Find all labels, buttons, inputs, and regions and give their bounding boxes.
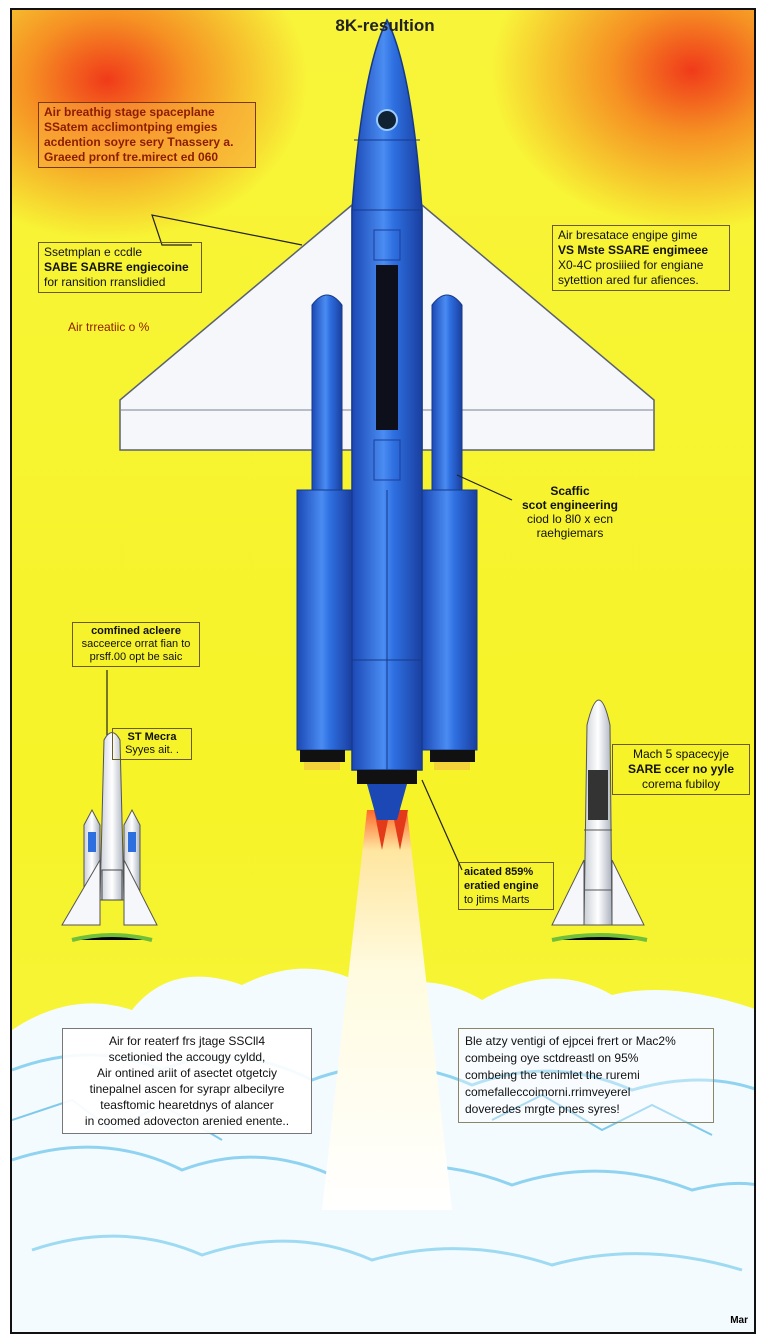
callout-top-left: Air breathig stage spaceplane SSatem acc… bbox=[38, 102, 256, 168]
side-boosters bbox=[296, 294, 478, 770]
callout-bottom-right: Ble atzy ventigi of ejpcei frert or Mac2… bbox=[458, 1028, 714, 1123]
callout-right-top: Air bresatace engipe gime VS Mste SSARE … bbox=[552, 225, 730, 291]
callout-right-mach: Mach 5 spacecyje SARE ccer no yyle corem… bbox=[612, 744, 750, 795]
page-title: 8K-resultion bbox=[335, 16, 435, 35]
exhaust-plume bbox=[322, 810, 452, 1210]
illustration-frame: 8K-resultion Air breathig stage spacepla… bbox=[10, 8, 756, 1334]
callout-mid-left: Ssetmplan e ccdle SABE SABRE engiecoine … bbox=[38, 242, 202, 293]
callout-left-small: ST Mecra Syyes ait. . bbox=[112, 728, 192, 760]
leader-lines bbox=[106, 214, 513, 871]
corner-mark: Mar bbox=[730, 1315, 748, 1326]
main-wings bbox=[119, 203, 655, 451]
small-rocket-left bbox=[61, 732, 158, 942]
callout-center-right: aicated 859% eratied engine to jtims Mar… bbox=[458, 862, 554, 910]
small-rocket-right bbox=[551, 699, 648, 942]
callout-right-mid: Scaffic scot engineering ciod lo 8l0 x e… bbox=[521, 484, 619, 540]
main-fuselage bbox=[351, 18, 423, 820]
callout-bottom-left: Air for reaterf frs jtage SSCll4 scetion… bbox=[62, 1028, 312, 1134]
spaceplane-illustration bbox=[12, 18, 754, 1332]
note-left: Air trreatiic o % bbox=[68, 320, 150, 334]
callout-left-combined: comfined acleere sacceerce orrat fian to… bbox=[72, 622, 200, 667]
